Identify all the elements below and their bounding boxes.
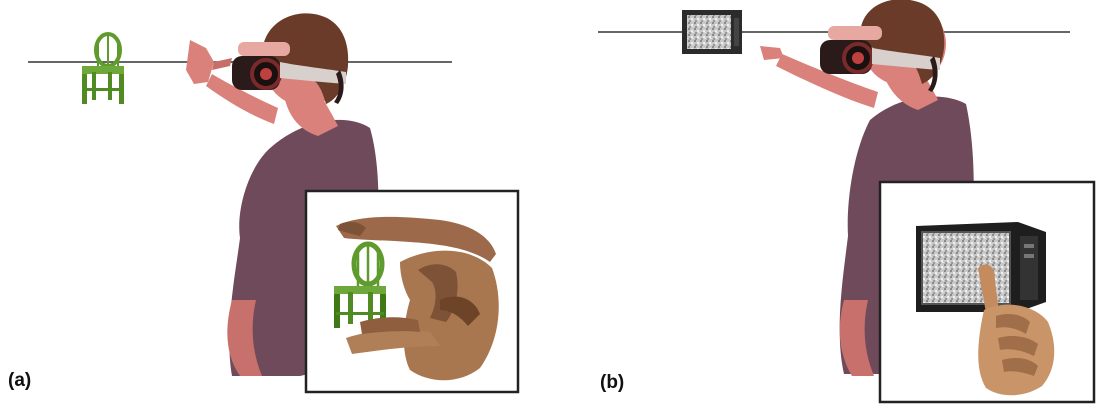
panel-a: (a) (0, 0, 548, 404)
panel-label-b: (b) (600, 372, 624, 394)
television-icon (682, 10, 742, 54)
inset-closeup (880, 182, 1094, 402)
chair-icon (82, 34, 124, 104)
panel-a-illustration (0, 0, 548, 404)
inset-closeup (306, 191, 518, 392)
panel-b: (b) (548, 0, 1096, 404)
panel-label-a: (a) (8, 370, 31, 392)
panel-b-illustration (548, 0, 1096, 404)
